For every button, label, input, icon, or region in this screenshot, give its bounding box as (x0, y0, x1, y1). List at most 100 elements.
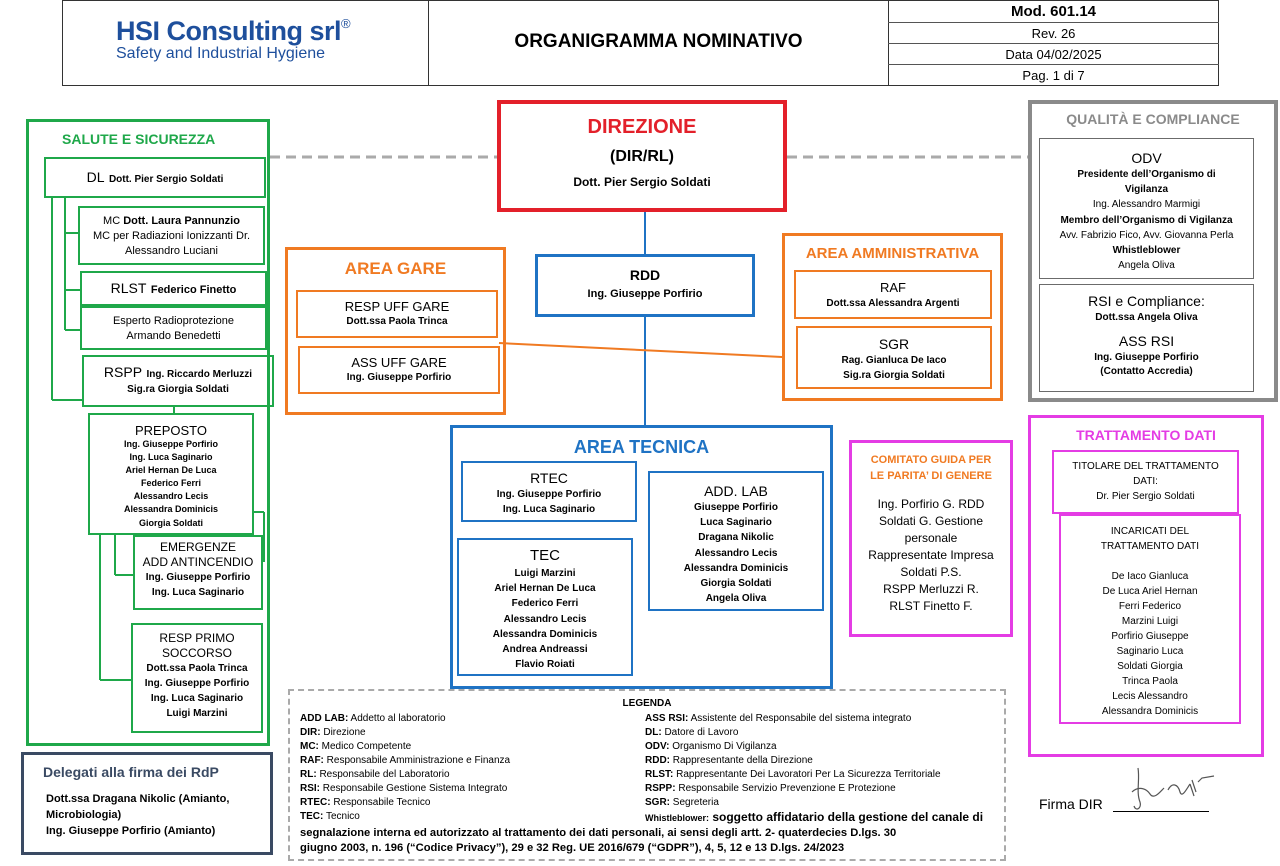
rspp-name: Ing. Riccardo Merluzzi (146, 369, 253, 380)
incaricato: Marzini Luigi (1121, 616, 1179, 627)
add-lab-member: Alessandra Dominicis (683, 562, 789, 574)
preposto-member: Federico Ferri (140, 478, 202, 489)
salute-sicurezza-panel (26, 119, 270, 746)
preposto-member: Ariel Hernan De Luca (125, 465, 217, 476)
add-lab-box: ADD. LAB Giuseppe Porfirio Luca Saginari… (648, 471, 824, 611)
rlst-box: RLST Federico Finetto (80, 271, 267, 306)
esperto-box: Esperto Radioprotezione Armando Benedett… (80, 306, 267, 350)
signature (1131, 767, 1215, 810)
mc-box: MC Dott. Laura Pannunzio MC per Radiazio… (78, 206, 265, 265)
delegato-line: Dott.ssa Dragana Nikolic (Amianto, (46, 793, 230, 805)
comitato-member: RLST Finetto F. (889, 599, 973, 613)
legenda-entry: RSI: Responsabile Gestione Sistema Integ… (300, 783, 508, 794)
preposto-member: Alessandra Dominicis (123, 504, 219, 515)
comitato-panel: COMITATO GUIDA PER LE PARITA’ DI GENERE … (849, 440, 1013, 637)
mc-role: MC (103, 215, 121, 227)
comitato-member: Rappresentate Impresa (868, 548, 994, 562)
delegati-list: Dott.ssa Dragana Nikolic (Amianto, Micro… (46, 791, 229, 839)
direzione-name: Dott. Pier Sergio Soldati (573, 175, 711, 189)
area-gare-panel (285, 247, 506, 415)
incaricato: De Luca Ariel Hernan (1102, 586, 1198, 597)
page-cell: Pag. 1 di 7 (888, 65, 1219, 86)
emergenze-member: Ing. Giuseppe Porfirio (145, 572, 251, 583)
legenda-entry: SGR: Segreteria (645, 797, 719, 808)
add-lab-title: ADD. LAB (704, 483, 768, 499)
firma-label: Firma DIR (1039, 796, 1103, 812)
legenda-entry: MC: Medico Competente (300, 741, 412, 752)
rdd-box: RDD Ing. Giuseppe Porfirio (535, 254, 755, 317)
whistleblower-description: segnalazione interna ed autorizzato al t… (300, 827, 897, 854)
legenda-entry: TEC: Tecnico (300, 811, 360, 822)
delegati-panel (21, 752, 273, 855)
odv-line: Vigilanza (1124, 184, 1169, 196)
comitato-member: Soldati G. Gestione (878, 514, 984, 528)
logo-subtitle: Safety and Industrial Hygiene (116, 45, 326, 62)
gare-amm-line (498, 342, 783, 358)
resp-uff-gare-box: RESP UFF GARE Dott.ssa Paola Trinca (296, 290, 498, 338)
rev-cell: Rev. 26 (888, 23, 1219, 44)
rlst-role: RLST (110, 280, 147, 296)
raf-title: RAF (880, 280, 906, 295)
comitato-member: Soldati P.S. (900, 565, 962, 579)
incaricato: Lecis Alessandro (1112, 691, 1188, 702)
dl-box: DL Dott. Pier Sergio Soldati (44, 157, 266, 198)
legenda-entry: ADD LAB: Addetto al laboratorio (300, 713, 446, 724)
delegato-line: Ing. Giuseppe Porfirio (Amianto) (46, 825, 216, 837)
incaricati-box: INCARICATI DEL TRATTAMENTO DATI De Iaco … (1059, 514, 1241, 724)
legenda-entry: ASS RSI: Assistente del Responsabile del… (645, 713, 912, 724)
area-gare-title: AREA GARE (344, 259, 447, 278)
odv-box: ODV Presidente dell’Organismo di Vigilan… (1039, 138, 1254, 279)
tec-member: Luigi Marzini (514, 568, 576, 579)
raf-name: Dott.ssa Alessandra Argenti (826, 298, 960, 309)
legenda-entry: ODV: Organismo Di Vigilanza (645, 741, 777, 752)
legenda-entry: RDD: Rappresentante della Direzione (645, 755, 813, 766)
add-lab-member: Alessandro Lecis (694, 547, 778, 559)
legenda-entry: DIR: Direzione (300, 727, 366, 738)
odv-line: Whistleblower (1112, 245, 1181, 257)
delegati-title: Delegati alla firma dei RdP (43, 764, 219, 780)
tec-member: Flavio Roiati (515, 659, 575, 671)
rtec-title: RTEC (530, 470, 568, 486)
preposto-member: Alessandro Lecis (133, 491, 209, 502)
legenda-entry: RLST: Rappresentante Dei Lavoratori Per … (645, 769, 941, 780)
direzione-box: DIREZIONE (DIR/RL) Dott. Pier Sergio Sol… (497, 100, 787, 212)
titolare-line: DATI: (1133, 476, 1158, 487)
titolare-box: TITOLARE DEL TRATTAMENTO DATI: Dr. Pier … (1052, 450, 1239, 514)
odv-title: ODV (1131, 150, 1162, 166)
qualita-compliance-panel (1028, 100, 1278, 402)
mod-number: Mod. 601.14 (1010, 2, 1097, 20)
emergenze-box: EMERGENZE ADD ANTINCENDIO Ing. Giuseppe … (133, 535, 263, 610)
tec-member: Ariel Hernan De Luca (494, 583, 596, 595)
ass-rsi-title: ASS RSI (1118, 333, 1175, 349)
soccorso-member: Luigi Marzini (166, 708, 228, 719)
dl-name: Dott. Pier Sergio Soldati (108, 174, 224, 185)
preposto-member: Ing. Giuseppe Porfirio (123, 439, 218, 449)
raf-box: RAF Dott.ssa Alessandra Argenti (794, 270, 992, 319)
legenda-entry: RAF: Responsabile Amministrazione e Fina… (300, 755, 511, 766)
comitato-title-1: COMITATO GUIDA PER (870, 454, 992, 466)
sgr-member: Sig.ra Giorgia Soldati (843, 370, 945, 381)
rtec-member: Ing. Luca Saginario (502, 504, 596, 515)
incaricato: Soldati Giorgia (1117, 661, 1183, 672)
preposto-title: PREPOSTO (134, 423, 207, 438)
rtec-box: RTEC Ing. Giuseppe Porfirio Ing. Luca Sa… (461, 461, 637, 522)
area-amministrativa-title: AREA AMMINISTRATIVA (805, 245, 980, 262)
incaricato: Trinca Paola (1122, 676, 1178, 687)
preposto-member: Ing. Luca Saginario (129, 452, 213, 463)
add-lab-member: Giorgia Soldati (700, 578, 772, 590)
legenda-panel (288, 689, 1006, 861)
firma-line (1113, 811, 1209, 812)
document-title: ORGANIGRAMMA NOMINATIVO (514, 31, 803, 52)
legenda-entry: RTEC: Responsabile Tecnico (300, 797, 431, 808)
incaricati-title-2: TRATTAMENTO DATI (1100, 541, 1200, 552)
mc-name: Dott. Laura Pannunzio (123, 215, 240, 227)
delegato-line: Microbiologia) (46, 809, 122, 821)
date-cell: Data 04/02/2025 (888, 44, 1219, 65)
titolare-line: TITOLARE DEL TRATTAMENTO (1072, 461, 1219, 472)
sgr-box: SGR Rag. Gianluca De Iaco Sig.ra Giorgia… (796, 326, 992, 389)
tec-member: Alessandra Dominicis (492, 628, 598, 640)
emergenze-title-2: ADD ANTINCENDIO (142, 555, 254, 569)
logo: HSI Consulting srl® Safety and Industria… (116, 16, 386, 72)
legenda-entry: DL: Datore di Lavoro (645, 727, 739, 738)
incaricati-title-1: INCARICATI DEL (1110, 526, 1190, 537)
